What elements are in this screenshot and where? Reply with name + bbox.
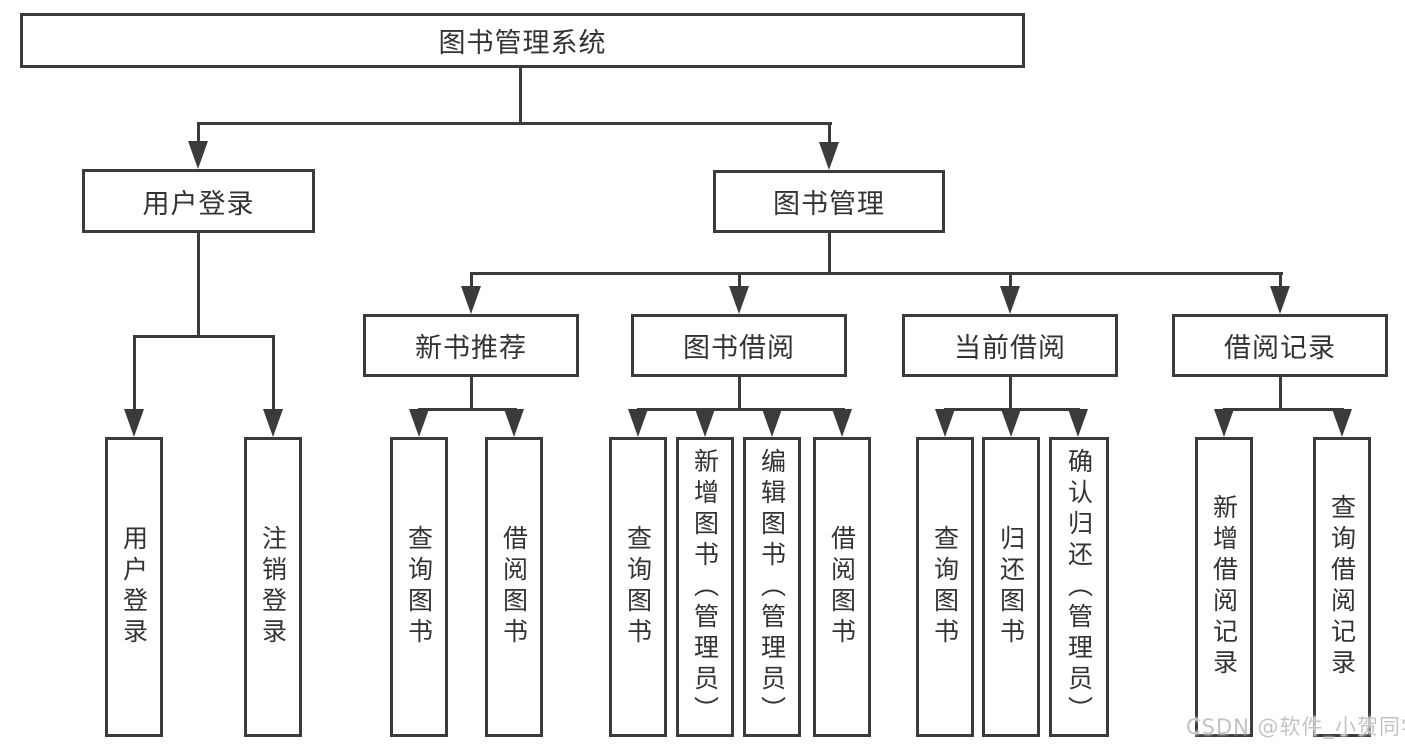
arrowhead-down-icon xyxy=(1001,409,1021,437)
node-label: 图书管理 xyxy=(773,189,885,220)
connector-line xyxy=(133,335,275,338)
node-label: 当前借阅 xyxy=(954,333,1066,364)
node-label: 查询图书 xyxy=(930,525,960,649)
node-label: 注销登录 xyxy=(258,525,288,649)
leaf-query-books-borrow: 查询图书 xyxy=(609,437,667,737)
connector-line xyxy=(132,335,136,413)
arrowhead-down-icon xyxy=(504,409,524,437)
watermark: CSDN @软件_小贺同学 xyxy=(1186,715,1405,739)
connector-line xyxy=(197,233,200,338)
node-new-book-recommend: 新书推荐 xyxy=(363,314,579,377)
node-label: 图书管理系统 xyxy=(438,28,607,59)
node-label: 新增图书（管理员） xyxy=(690,447,720,727)
connector-line xyxy=(1279,377,1282,411)
arrowhead-down-icon xyxy=(124,409,144,437)
arrowhead-down-icon xyxy=(695,409,715,437)
node-current-borrow: 当前借阅 xyxy=(902,314,1118,377)
arrowhead-down-icon xyxy=(409,409,429,437)
arrowhead-down-icon xyxy=(762,409,782,437)
arrowhead-down-icon xyxy=(188,141,208,169)
node-book-borrow: 图书借阅 xyxy=(631,314,847,377)
node-label: 查询借阅记录 xyxy=(1327,494,1357,680)
node-label: 借阅图书 xyxy=(499,525,529,649)
connector-line xyxy=(470,377,473,411)
arrowhead-down-icon xyxy=(729,286,749,314)
arrowhead-down-icon xyxy=(1068,409,1088,437)
leaf-add-book-admin: 新增图书（管理员） xyxy=(676,437,734,737)
node-borrow-records: 借阅记录 xyxy=(1172,314,1388,377)
arrowhead-down-icon xyxy=(1332,409,1352,437)
leaf-query-books-current: 查询图书 xyxy=(916,437,974,737)
connector-line xyxy=(271,335,275,413)
connector-line xyxy=(196,122,200,145)
node-book-management: 图书管理 xyxy=(713,170,945,233)
node-label: 新增借阅记录 xyxy=(1209,494,1239,680)
connector-line xyxy=(1009,377,1012,411)
connector-line xyxy=(827,122,831,146)
leaf-logout: 注销登录 xyxy=(244,437,302,737)
connector-line xyxy=(637,408,845,411)
connector-line xyxy=(1278,272,1282,290)
node-label: 归还图书 xyxy=(996,525,1026,649)
leaf-user-login: 用户登录 xyxy=(105,437,163,737)
arrowhead-down-icon xyxy=(935,409,955,437)
leaf-query-books-recommend: 查询图书 xyxy=(390,437,448,737)
arrowhead-down-icon xyxy=(1000,286,1020,314)
arrowhead-down-icon xyxy=(832,409,852,437)
connector-line xyxy=(470,272,1283,275)
connector-line xyxy=(519,68,522,125)
node-label: 用户登录 xyxy=(119,525,149,649)
node-label: 查询图书 xyxy=(623,525,653,649)
arrowhead-down-icon xyxy=(819,142,839,170)
node-user-login: 用户登录 xyxy=(82,169,315,233)
node-label: 借阅图书 xyxy=(827,525,857,649)
node-label: 编辑图书（管理员） xyxy=(757,447,787,727)
arrowhead-down-icon xyxy=(461,286,481,314)
node-label: 新书推荐 xyxy=(415,333,527,364)
leaf-borrow-books-recommend: 借阅图书 xyxy=(485,437,543,737)
arrowhead-down-icon xyxy=(1270,286,1290,314)
connector-line xyxy=(418,408,517,411)
node-label: 用户登录 xyxy=(142,188,255,220)
connector-line xyxy=(1008,272,1012,290)
connector-line xyxy=(737,272,741,290)
leaf-edit-book-admin: 编辑图书（管理员） xyxy=(743,437,801,737)
node-label: 借阅记录 xyxy=(1224,333,1336,364)
node-label: 确认归还（管理员） xyxy=(1064,447,1094,727)
node-root-library-system: 图书管理系统 xyxy=(20,13,1025,68)
arrowhead-down-icon xyxy=(1214,409,1234,437)
arrowhead-down-icon xyxy=(628,409,648,437)
connector-line xyxy=(197,122,832,125)
arrowhead-down-icon xyxy=(263,409,283,437)
connector-line xyxy=(828,233,831,275)
leaf-query-borrow-record: 查询借阅记录 xyxy=(1313,437,1371,737)
connector-line xyxy=(738,377,741,411)
leaf-add-borrow-record: 新增借阅记录 xyxy=(1195,437,1253,737)
node-label: 图书借阅 xyxy=(683,333,795,364)
leaf-borrow-books-borrow: 借阅图书 xyxy=(813,437,871,737)
leaf-confirm-return-admin: 确认归还（管理员） xyxy=(1049,437,1109,737)
connector-line xyxy=(1223,408,1344,411)
connector-line xyxy=(469,272,473,290)
leaf-return-book: 归还图书 xyxy=(982,437,1040,737)
node-label: 查询图书 xyxy=(404,525,434,649)
